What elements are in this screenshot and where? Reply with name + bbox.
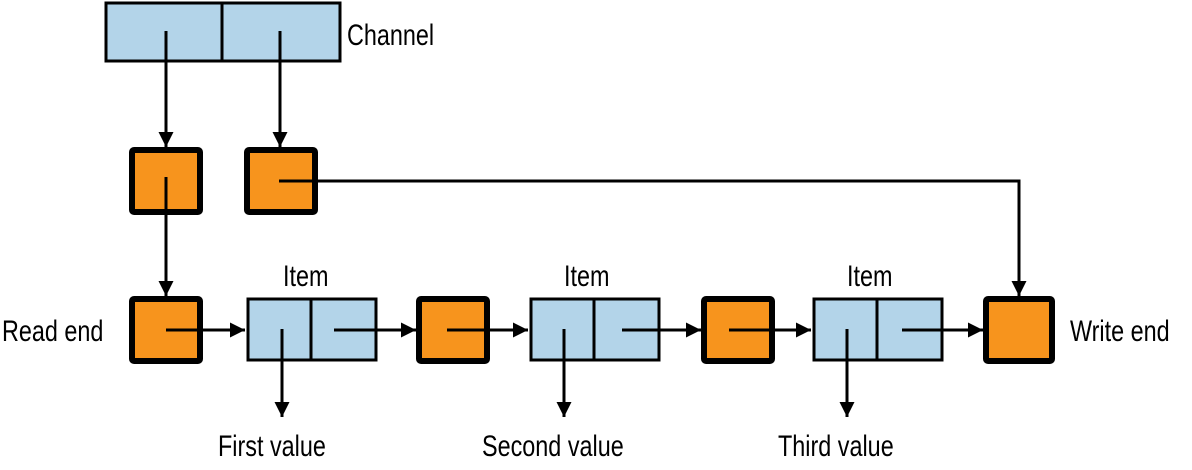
read-end-label: Read end xyxy=(2,314,103,347)
channel-read-slot xyxy=(104,1,224,63)
item-3-label: Item xyxy=(847,259,893,292)
channel-label: Channel xyxy=(347,18,434,51)
item-3-value-label: Third value xyxy=(778,429,894,462)
item-1-label: Item xyxy=(283,259,329,292)
item-2-value-label: Second value xyxy=(482,429,624,462)
write-end-label: Write end xyxy=(1070,314,1170,347)
item-1-value-label: First value xyxy=(218,429,326,462)
write-pointer-to-write-end-arrow xyxy=(279,179,1027,296)
item-2-label: Item xyxy=(564,259,610,292)
item-1-value-slot xyxy=(246,297,313,362)
write-end-box xyxy=(983,296,1055,364)
channel-box xyxy=(104,1,342,63)
